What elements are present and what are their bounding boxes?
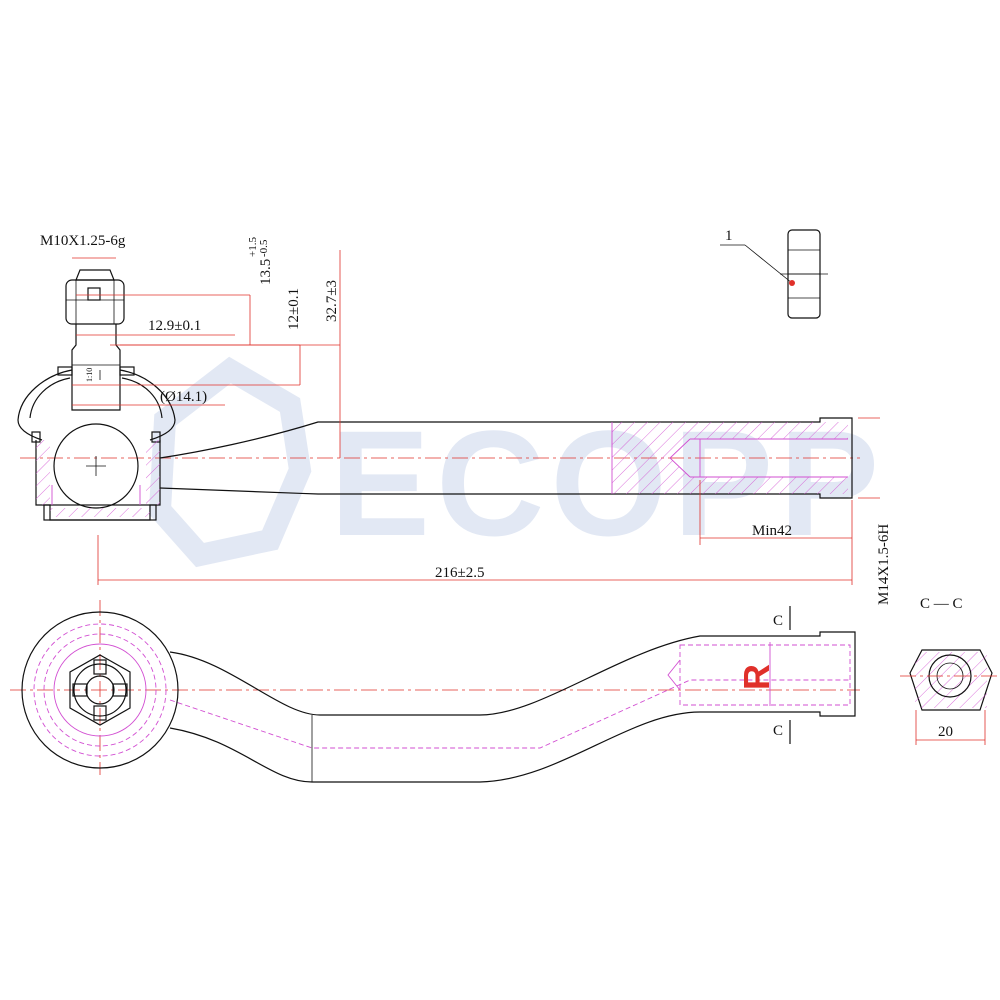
watermark-logo-icon — [148, 356, 312, 568]
stud-length-tol-upper: +1.5 — [247, 237, 259, 257]
stud-width-label: 12.9±0.1 — [148, 318, 201, 334]
plan-view: R C C — [10, 600, 860, 783]
section-marker-top: C — [773, 613, 783, 629]
side-mark-r: R — [736, 664, 777, 690]
castle-nut-side — [65, 269, 125, 325]
dust-boot — [17, 369, 176, 441]
nut-detail: 1 — [720, 228, 828, 319]
ball-dia-label: (Ø14.1) — [160, 389, 207, 405]
eye-outer — [21, 611, 179, 769]
stud-length-tol-lower: -0.5 — [258, 239, 270, 257]
tie-rod-shank-side — [159, 417, 853, 499]
hex-across-flats-label: 20 — [938, 724, 953, 740]
side-view: 1:10 — [17, 233, 892, 605]
section-c-c: C — C 20 — [900, 596, 1000, 745]
tie-rod-arm-plan — [169, 631, 856, 783]
thread-depth-label: Min42 — [752, 523, 792, 539]
height-32-label: 32.7±3 — [324, 280, 340, 322]
castle-nut-top — [69, 654, 131, 726]
item-number: 1 — [725, 228, 733, 244]
stud-taper — [71, 324, 121, 411]
dimension-lines-side — [72, 250, 880, 585]
taper-label: 1:10 — [85, 368, 94, 382]
threaded-bore-section — [611, 422, 848, 494]
overall-length-label: 216±2.5 — [435, 565, 484, 581]
section-title: C — C — [920, 596, 963, 612]
internal-thread-label: M14X1.5-6H — [876, 524, 892, 605]
stud-length-label: 13.5 — [258, 259, 274, 285]
height-12-label: 12±0.1 — [286, 288, 302, 330]
section-marker-bottom: C — [773, 723, 783, 739]
stud-thread-label: M10X1.25-6g — [40, 233, 126, 249]
leader-dot — [789, 280, 795, 286]
